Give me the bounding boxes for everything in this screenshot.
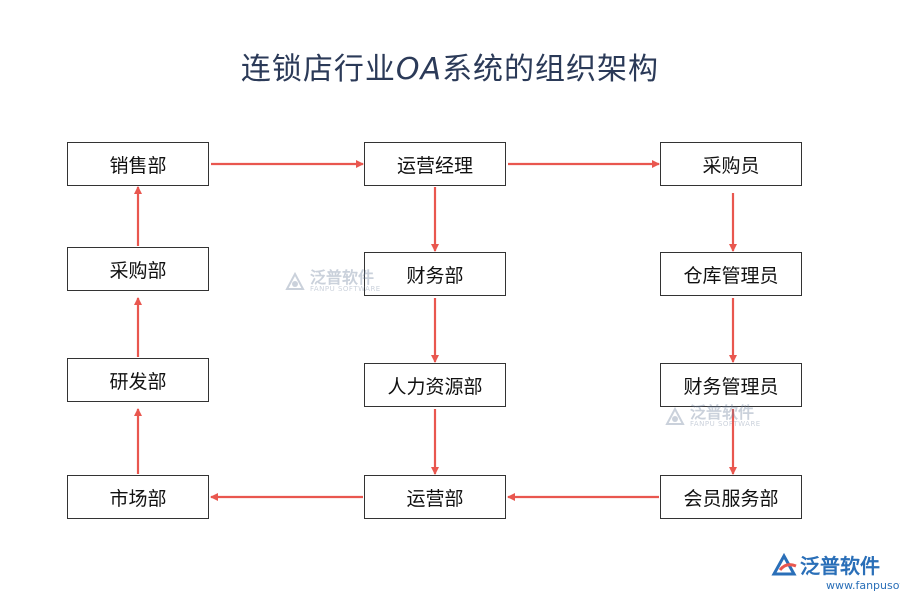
page-title: 连锁店行业OA系统的组织架构	[0, 44, 900, 88]
brand-name: 泛普软件	[800, 554, 880, 578]
node-operations: 运营部	[364, 475, 506, 519]
node-marketing: 市场部	[67, 475, 209, 519]
watermark-logo-icon	[665, 406, 685, 425]
brand-logo: 泛普软件 www.fanpusoft.com	[770, 552, 900, 592]
watermark-logo-icon	[285, 271, 305, 290]
title-prefix: 连锁店行业	[240, 52, 396, 87]
watermark-main: 泛普软件	[690, 403, 755, 422]
watermark: 泛普软件 FANPU SOFTWARE	[284, 270, 381, 293]
watermark-sub: FANPU SOFTWARE	[310, 285, 381, 293]
watermark-sub: FANPU SOFTWARE	[690, 420, 761, 428]
watermark-main: 泛普软件	[310, 268, 375, 287]
title-suffix: 系统的组织架构	[442, 52, 660, 87]
node-rnd: 研发部	[67, 358, 209, 402]
node-warehouse-manager: 仓库管理员	[660, 252, 802, 296]
node-hr: 人力资源部	[364, 363, 506, 407]
node-sales: 销售部	[67, 142, 209, 186]
watermark: 泛普软件 FANPU SOFTWARE	[664, 405, 761, 428]
node-finance-manager: 财务管理员	[660, 363, 802, 407]
brand-url: www.fanpusoft.com	[826, 579, 900, 592]
node-purchasing: 采购部	[67, 247, 209, 291]
node-ops-manager: 运营经理	[364, 142, 506, 186]
brand-logo-icon	[771, 552, 797, 576]
node-finance: 财务部	[364, 252, 506, 296]
title-oa: OA	[395, 52, 443, 87]
node-buyer: 采购员	[660, 142, 802, 186]
node-member-service: 会员服务部	[660, 475, 802, 519]
